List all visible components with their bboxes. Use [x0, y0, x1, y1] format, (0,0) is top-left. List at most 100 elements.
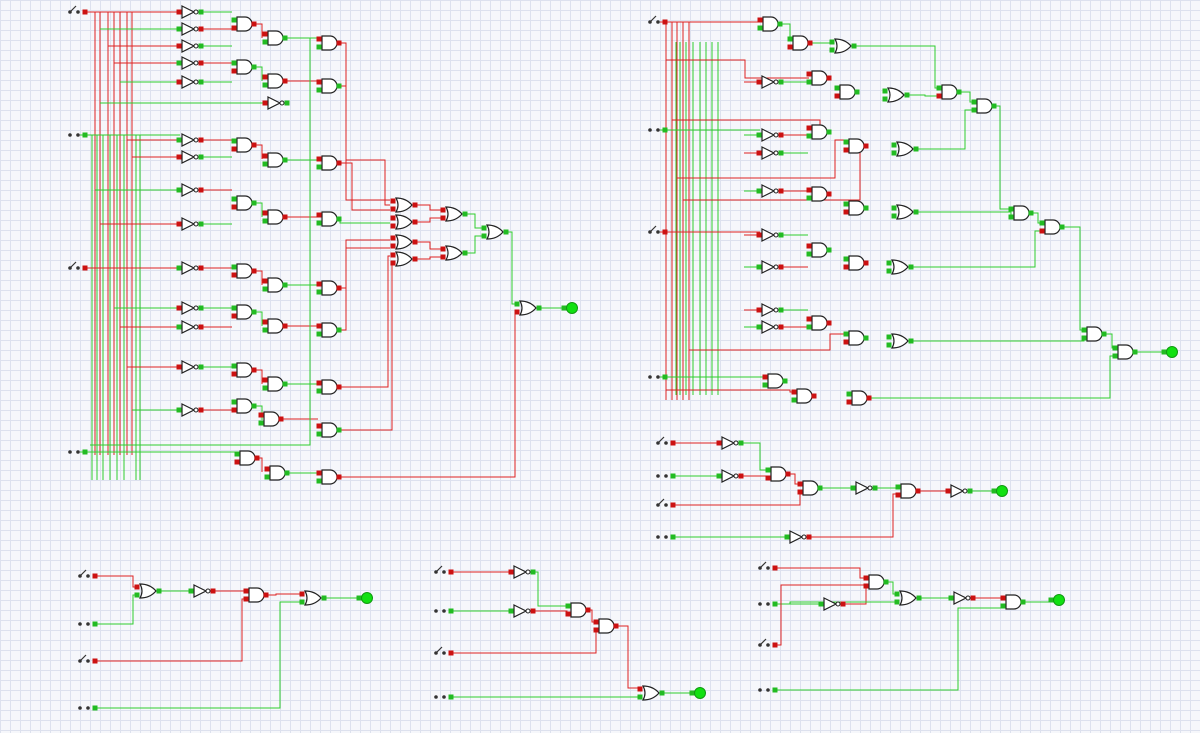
not-gate[interactable]: [761, 320, 779, 334]
and-gate[interactable]: [570, 602, 587, 618]
and-gate[interactable]: [851, 390, 868, 406]
or-gate[interactable]: [138, 583, 157, 599]
and-gate[interactable]: [796, 388, 813, 404]
and-gate[interactable]: [236, 195, 253, 211]
input-switch[interactable]: [648, 15, 660, 24]
or-gate[interactable]: [641, 685, 660, 701]
input-switch[interactable]: [78, 622, 90, 626]
input-switch[interactable]: [78, 654, 90, 663]
input-switch[interactable]: [656, 474, 668, 478]
and-gate[interactable]: [267, 209, 284, 225]
and-gate[interactable]: [811, 124, 828, 140]
or-gate[interactable]: [394, 251, 413, 267]
not-gate[interactable]: [181, 75, 199, 89]
input-switch[interactable]: [78, 569, 90, 578]
not-gate[interactable]: [721, 469, 739, 483]
not-gate[interactable]: [193, 584, 211, 598]
not-gate[interactable]: [267, 96, 285, 110]
input-switch[interactable]: [758, 688, 770, 692]
and-gate[interactable]: [811, 70, 828, 86]
and-gate[interactable]: [321, 155, 338, 171]
not-gate[interactable]: [181, 320, 199, 334]
and-gate[interactable]: [321, 322, 338, 338]
not-gate[interactable]: [513, 565, 531, 579]
and-gate[interactable]: [236, 304, 253, 320]
and-gate[interactable]: [1086, 326, 1103, 342]
not-gate[interactable]: [761, 184, 779, 198]
and-gate[interactable]: [239, 450, 256, 466]
and-gate[interactable]: [263, 411, 280, 427]
and-gate[interactable]: [236, 398, 253, 414]
not-gate[interactable]: [181, 56, 199, 70]
input-switch[interactable]: [648, 225, 660, 234]
input-switch[interactable]: [68, 5, 80, 14]
or-gate[interactable]: [890, 259, 909, 275]
input-switch[interactable]: [68, 133, 80, 137]
not-gate[interactable]: [513, 604, 531, 618]
and-gate[interactable]: [900, 483, 917, 499]
and-gate[interactable]: [269, 465, 286, 481]
not-gate[interactable]: [181, 217, 199, 231]
or-gate[interactable]: [303, 590, 322, 606]
and-gate[interactable]: [236, 362, 253, 378]
and-gate[interactable]: [868, 574, 885, 590]
not-gate[interactable]: [761, 128, 779, 142]
input-switch[interactable]: [78, 706, 90, 710]
input-switch[interactable]: [68, 261, 80, 270]
not-gate[interactable]: [953, 591, 971, 605]
not-gate[interactable]: [181, 261, 199, 275]
input-switch[interactable]: [758, 638, 770, 647]
not-gate[interactable]: [761, 146, 779, 160]
or-gate[interactable]: [444, 245, 463, 261]
and-gate[interactable]: [248, 587, 265, 603]
and-gate[interactable]: [792, 35, 809, 51]
and-gate[interactable]: [236, 263, 253, 279]
or-gate[interactable]: [518, 300, 537, 316]
and-gate[interactable]: [848, 138, 865, 154]
and-gate[interactable]: [321, 280, 338, 296]
input-switch[interactable]: [648, 128, 660, 132]
and-gate[interactable]: [267, 30, 284, 46]
input-switch[interactable]: [656, 535, 668, 539]
and-gate[interactable]: [236, 59, 253, 75]
not-gate[interactable]: [721, 436, 739, 450]
or-gate[interactable]: [833, 38, 852, 54]
or-gate[interactable]: [886, 87, 905, 103]
not-gate[interactable]: [761, 75, 779, 89]
and-gate[interactable]: [811, 315, 828, 331]
input-switch[interactable]: [434, 695, 446, 699]
and-gate[interactable]: [267, 73, 284, 89]
or-gate[interactable]: [890, 333, 909, 349]
not-gate[interactable]: [761, 228, 779, 242]
and-gate[interactable]: [848, 255, 865, 271]
or-gate[interactable]: [394, 197, 413, 213]
input-switch[interactable]: [648, 375, 660, 379]
and-gate[interactable]: [811, 242, 828, 258]
or-gate[interactable]: [895, 141, 914, 157]
not-gate[interactable]: [181, 5, 199, 19]
input-switch[interactable]: [434, 565, 446, 574]
not-gate[interactable]: [181, 360, 199, 374]
and-gate[interactable]: [321, 78, 338, 94]
not-gate[interactable]: [761, 260, 779, 274]
and-gate[interactable]: [267, 277, 284, 293]
and-gate[interactable]: [767, 373, 784, 389]
and-gate[interactable]: [321, 35, 338, 51]
not-gate[interactable]: [855, 481, 873, 495]
or-gate[interactable]: [898, 590, 917, 606]
and-gate[interactable]: [598, 618, 615, 634]
or-gate[interactable]: [394, 214, 413, 230]
and-gate[interactable]: [1013, 205, 1030, 221]
input-switch[interactable]: [434, 609, 446, 613]
input-switch[interactable]: [656, 436, 668, 445]
or-gate[interactable]: [394, 234, 413, 250]
and-gate[interactable]: [321, 211, 338, 227]
and-gate[interactable]: [1005, 594, 1022, 610]
and-gate[interactable]: [839, 84, 856, 100]
not-gate[interactable]: [181, 301, 199, 315]
and-gate[interactable]: [802, 480, 819, 496]
and-gate[interactable]: [236, 137, 253, 153]
input-switch[interactable]: [758, 561, 770, 570]
and-gate[interactable]: [762, 16, 779, 32]
